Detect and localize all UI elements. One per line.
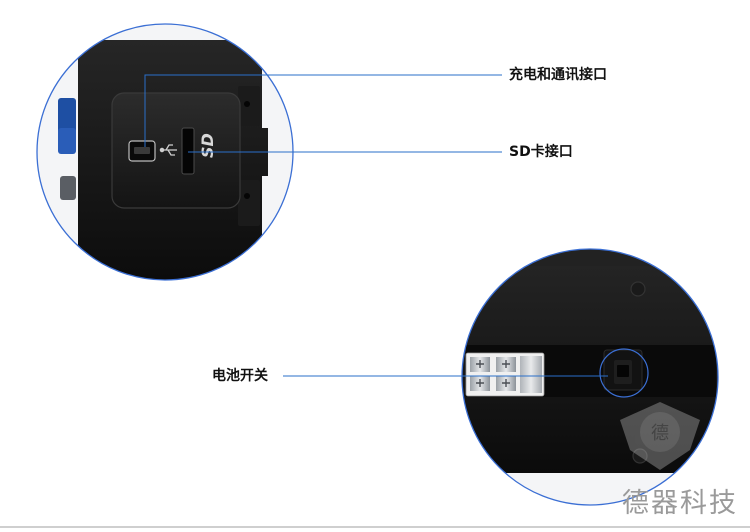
label-battery-switch: 电池开关 — [212, 368, 268, 384]
top-zoom-circle: SD — [36, 23, 294, 281]
screw-hole-upper — [244, 101, 250, 107]
bottom-screw — [632, 448, 648, 464]
top-screw — [630, 281, 646, 297]
brand-watermark-logo: 德 — [620, 402, 700, 470]
terminal-block — [465, 352, 545, 397]
label-charge-communication-port: 充电和通讯接口 — [509, 67, 607, 83]
sd-card-slot — [181, 127, 195, 175]
label-sd-card-slot: SD卡接口 — [509, 144, 573, 160]
side-grey-button — [60, 176, 76, 200]
housing-notch-lower — [238, 180, 260, 226]
usb-symbol-icon — [159, 144, 177, 156]
battery-switch — [603, 349, 643, 391]
svg-text:SD: SD — [198, 133, 217, 158]
mini-usb-port — [128, 140, 156, 162]
screw-hole-lower — [244, 193, 250, 199]
bottom-zoom-circle — [461, 248, 719, 506]
side-blue-button-mid — [58, 128, 76, 154]
svg-text:德: 德 — [651, 423, 669, 444]
callout-lines — [144, 74, 608, 377]
callout-line-charge — [144, 74, 502, 147]
bottom-divider — [0, 526, 750, 528]
housing-edge — [462, 249, 718, 266]
brand-name: 德器科技 — [622, 488, 738, 519]
sd-logo-icon: SD — [198, 133, 217, 158]
